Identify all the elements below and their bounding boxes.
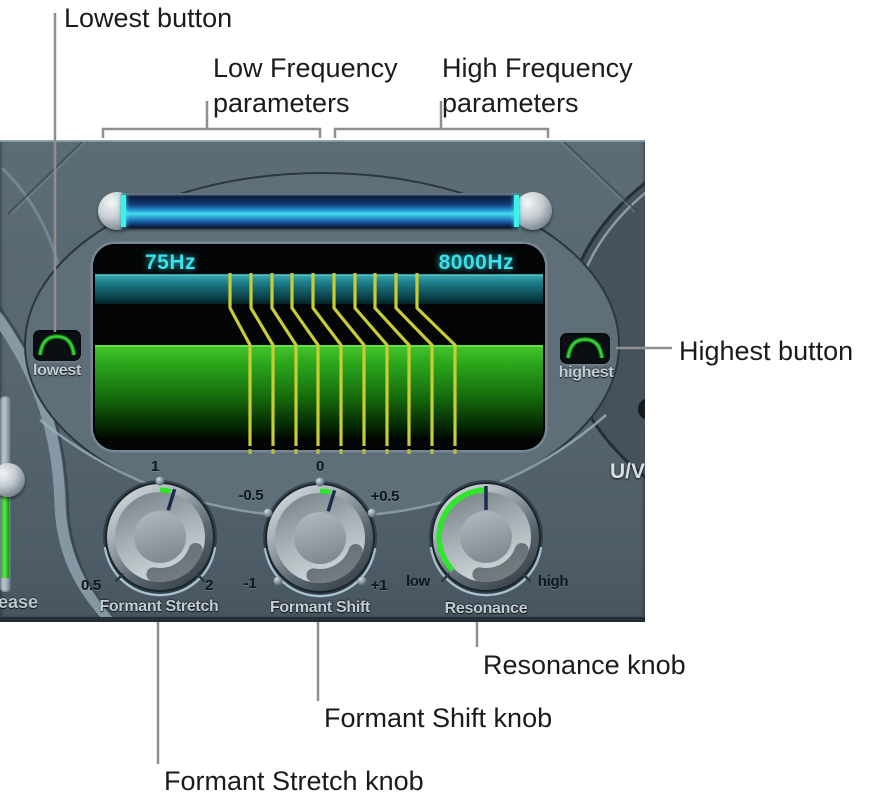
low-frequency-readout: 75Hz xyxy=(145,251,197,274)
shift-scale-dot-lower-right xyxy=(357,576,367,586)
lowest-button-arc-icon xyxy=(37,333,77,356)
shift-scale-dot-upper-right xyxy=(367,508,377,518)
shift-scale-bottom-left: -1 xyxy=(243,575,257,592)
formant-stretch-knob-callout: Formant Stretch knob xyxy=(164,766,424,796)
high-frequency-readout: 8000Hz xyxy=(438,251,514,274)
highest-button-callout: Highest button xyxy=(679,336,854,366)
low-frequency-callout-line1: Low Frequency xyxy=(213,53,398,83)
shift-scale-upper-right: +0.5 xyxy=(370,488,400,505)
shift-scale-dot-top xyxy=(315,477,325,487)
formant-display: 75Hz 8000Hz xyxy=(93,244,545,454)
stretch-scale-dot-top xyxy=(155,476,165,486)
high-frequency-callout: High Frequency parameters xyxy=(442,51,633,121)
high-frequency-callout-line1: High Frequency xyxy=(442,53,633,83)
highest-button-label: highest xyxy=(558,364,614,381)
resonance-knob-callout: Resonance knob xyxy=(483,650,686,680)
resonance-knob[interactable] xyxy=(411,462,561,612)
formant-stretch-knob[interactable] xyxy=(85,462,235,612)
shift-scale-upper-left: -0.5 xyxy=(238,487,264,504)
formant-band-ticks xyxy=(248,449,457,454)
highest-button[interactable] xyxy=(560,333,610,364)
formant-shift-knob[interactable] xyxy=(245,463,395,613)
stretch-scale-max: 2 xyxy=(204,577,214,594)
formant-band-lines xyxy=(228,273,457,446)
shift-scale-dot-upper-left xyxy=(263,508,273,518)
release-slider-fill xyxy=(1,494,9,578)
high-frequency-callout-line2: parameters xyxy=(442,88,579,118)
freq-range-high-cap xyxy=(514,195,519,227)
vocoder-formant-panel: ease 75Hz 8000Hz xyxy=(0,140,645,622)
formant-shift-knob-callout: Formant Shift knob xyxy=(324,703,553,733)
resonance-scale-high: high xyxy=(537,573,569,590)
stretch-scale-min: 0.5 xyxy=(81,577,101,594)
freq-range-bar[interactable] xyxy=(121,193,519,229)
resonance-label: Resonance xyxy=(444,600,528,617)
low-frequency-callout: Low Frequency parameters xyxy=(213,51,398,121)
freq-range-high-handle[interactable] xyxy=(514,192,552,230)
stretch-scale-top: 1 xyxy=(150,458,160,475)
lowest-button-callout: Lowest button xyxy=(64,3,233,33)
formant-stretch-label: Formant Stretch xyxy=(99,598,219,615)
lowest-button[interactable] xyxy=(33,330,81,361)
uv-detection-label-partial: U/V xyxy=(610,460,645,483)
shift-scale-top: 0 xyxy=(315,458,325,475)
release-label-partial: ease xyxy=(0,592,39,612)
freq-range-low-cap xyxy=(121,195,126,227)
formant-shift-label: Formant Shift xyxy=(269,599,371,616)
low-frequency-callout-line2: parameters xyxy=(213,88,350,118)
lowest-button-label: lowest xyxy=(33,362,81,379)
shift-scale-dot-lower-left xyxy=(273,576,283,586)
shift-scale-bottom-right: +1 xyxy=(370,577,388,594)
formant-display-graph xyxy=(95,246,543,454)
highest-button-arc-icon xyxy=(565,336,605,359)
resonance-scale-low: low xyxy=(405,573,431,590)
